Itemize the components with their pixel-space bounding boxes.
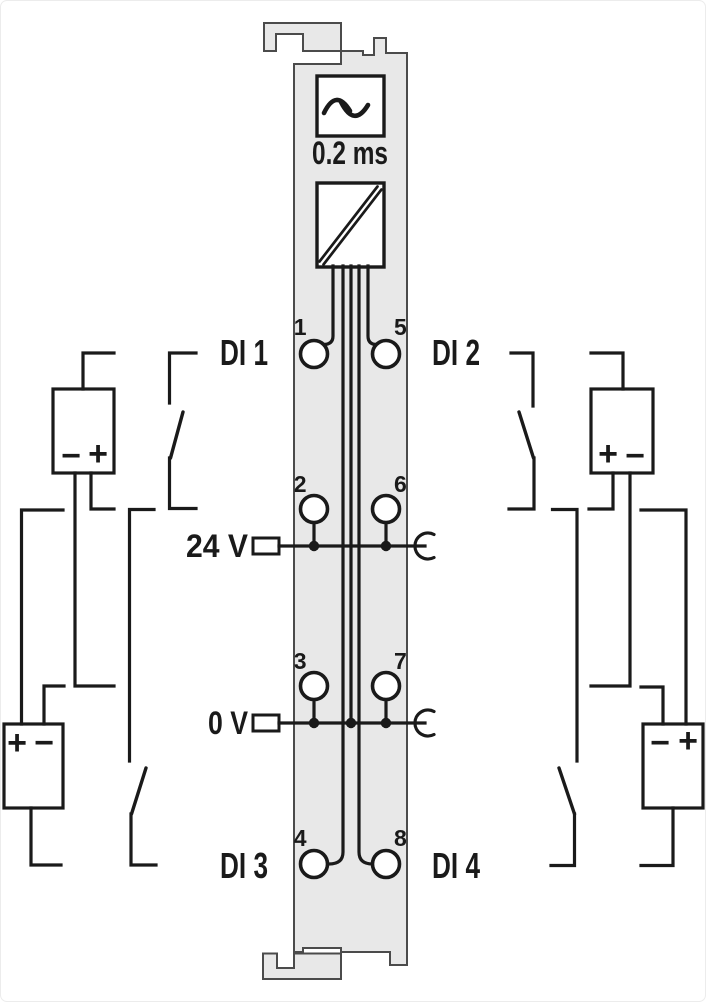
terminal-6-number: 6 — [394, 471, 407, 497]
polarity-minus: − — [650, 724, 670, 762]
supply-lead — [587, 471, 615, 511]
supply-lead — [589, 471, 632, 688]
isolation-box — [315, 181, 386, 269]
terminal-2 — [298, 493, 330, 525]
junction-dot — [308, 540, 320, 552]
terminals: 1 5 2 6 3 7 4 8 — [294, 314, 407, 880]
galvanic-isolation — [315, 181, 386, 269]
terminal-3-number: 3 — [294, 648, 307, 674]
switch-blade — [129, 766, 148, 816]
bus-continuation-socket-icon — [413, 531, 436, 561]
switch-lead — [129, 812, 158, 867]
polarity-plus: + — [88, 435, 108, 473]
supply-lead — [89, 471, 116, 511]
polarity-plus: + — [678, 722, 698, 760]
filter-box — [315, 74, 386, 138]
supply-lead — [639, 685, 665, 726]
supply-lead — [19, 508, 65, 726]
polarity-plus: + — [7, 724, 27, 762]
supply-lead — [81, 351, 116, 391]
polarity-minus: − — [61, 437, 81, 475]
switch-di2 — [507, 351, 536, 511]
switch-lead — [549, 812, 577, 868]
bus-0v: 0 V — [208, 697, 436, 741]
switch-blade — [517, 410, 536, 460]
terminal-8 — [370, 848, 402, 880]
bus-feed-flag-icon — [251, 713, 281, 733]
dc-supply-icon — [589, 387, 655, 475]
terminal-1-number: 1 — [294, 314, 307, 340]
terminal-2-number: 2 — [294, 471, 307, 497]
bus-24v: 24 V — [186, 520, 436, 564]
polarity-plus: + — [598, 435, 618, 473]
switch-di1 — [167, 351, 198, 511]
supply-lower-right: − + — [639, 508, 705, 868]
supply-lead — [29, 806, 63, 867]
polarity-minus: − — [34, 724, 54, 762]
channel-label-di1: DI 1 — [220, 332, 268, 373]
module-din-latch-bottom — [262, 952, 342, 980]
switch-di3 — [127, 507, 158, 867]
ac-filter-icon — [321, 97, 371, 119]
terminal-5-number: 5 — [394, 314, 407, 340]
internal-wires — [321, 264, 379, 866]
switch-contact-icon — [167, 351, 198, 405]
supply-lead — [589, 351, 625, 391]
supply-lead — [639, 806, 675, 868]
bus-24v-label: 24 V — [186, 528, 249, 564]
terminal-6 — [370, 493, 402, 525]
supply-upper-left: − + — [51, 351, 116, 688]
bus-feed-flag-icon — [251, 536, 281, 556]
terminal-4 — [298, 848, 330, 880]
filter-time-label: 0.2 ms — [312, 135, 388, 171]
supply-lower-left: + − — [2, 508, 66, 867]
channel-label-di4: DI 4 — [432, 845, 480, 886]
junction-dot — [308, 717, 320, 729]
supply-lead — [639, 508, 688, 726]
bus-continuation-socket-icon — [413, 708, 436, 738]
channel-label-di3: DI 3 — [220, 845, 268, 886]
switch-blade — [168, 410, 185, 460]
junction-dot — [380, 717, 392, 729]
wire-electronics-to-terminal-8 — [357, 264, 375, 866]
switch-lead — [167, 456, 198, 511]
switch-contact-icon — [509, 351, 535, 408]
supply-lead — [42, 684, 66, 726]
switch-di4 — [549, 507, 579, 868]
bus-0v-label: 0 V — [208, 705, 249, 741]
terminal-8-number: 8 — [394, 825, 407, 851]
input-filter: 0.2 ms — [312, 74, 388, 171]
module-din-latch-top — [263, 22, 342, 52]
junction-dot — [345, 717, 357, 729]
switch-lead — [507, 456, 536, 511]
switch-blade — [557, 766, 577, 816]
supply-lead — [73, 471, 116, 688]
wire-electronics-to-terminal-4 — [327, 264, 345, 866]
terminal-7 — [370, 670, 402, 702]
channel-label-di2: DI 2 — [432, 332, 480, 373]
polarity-minus: − — [625, 437, 645, 475]
terminal-5 — [370, 338, 402, 370]
junction-dot — [380, 540, 392, 552]
terminal-3 — [298, 670, 330, 702]
dc-supply-icon — [2, 722, 65, 810]
galvanic-isolation-icon — [318, 185, 383, 266]
terminal-7-number: 7 — [394, 648, 407, 674]
terminal-1 — [298, 338, 330, 370]
switch-contact-icon — [550, 507, 579, 763]
switch-contact-icon — [127, 507, 156, 763]
supply-upper-right: + − — [587, 351, 655, 688]
terminal-4-number: 4 — [294, 825, 307, 851]
